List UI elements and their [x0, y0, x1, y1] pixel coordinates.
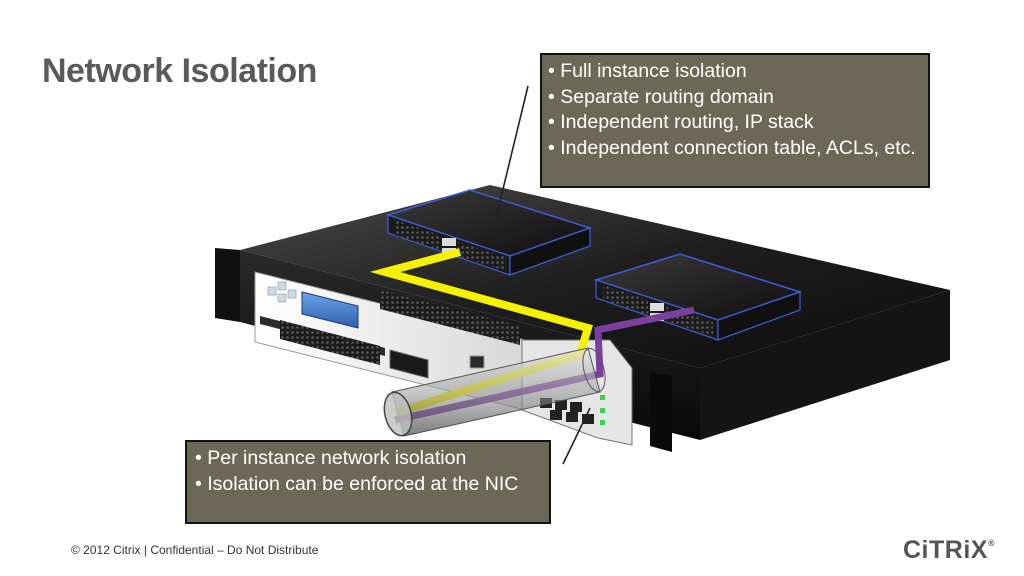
keypad-icon [267, 281, 297, 303]
callout-bullet: • Per instance network isolation [195, 447, 467, 469]
callout-bullet: • Separate routing domain [548, 85, 774, 108]
ethernet-port-icon [469, 355, 485, 369]
citrix-logo: CiTRiX® [903, 536, 995, 565]
isolation-tube [383, 347, 606, 437]
console-port-icon [389, 349, 429, 379]
vent-grille [280, 290, 520, 365]
callout-bullet: • Independent connection table, ACLs, et… [548, 136, 916, 159]
callout-nic-isolation: • Per instance network isolation • Isola… [185, 440, 551, 524]
lcd-display [301, 291, 359, 329]
instance-box-2 [593, 253, 803, 341]
instance-box-1 [385, 189, 593, 276]
logo-text: CiTRiX [903, 536, 988, 564]
callout-bullet: • Isolation can be enforced at the NIC [195, 472, 519, 495]
callout-instance-isolation: • Full instance isolation • Separate rou… [540, 53, 930, 188]
callout-pointer-top [495, 85, 529, 219]
front-panel [254, 271, 526, 411]
callout-bullet: • Independent routing, IP stack [548, 111, 814, 133]
slide-title: Network Isolation [42, 52, 317, 90]
callout-pointer-bottom [562, 407, 591, 465]
callout-bullet: • Full instance isolation [548, 60, 747, 82]
footer-confidential-notice: © 2012 Citrix | Confidential – Do Not Di… [71, 543, 319, 557]
registered-mark: ® [987, 538, 996, 548]
